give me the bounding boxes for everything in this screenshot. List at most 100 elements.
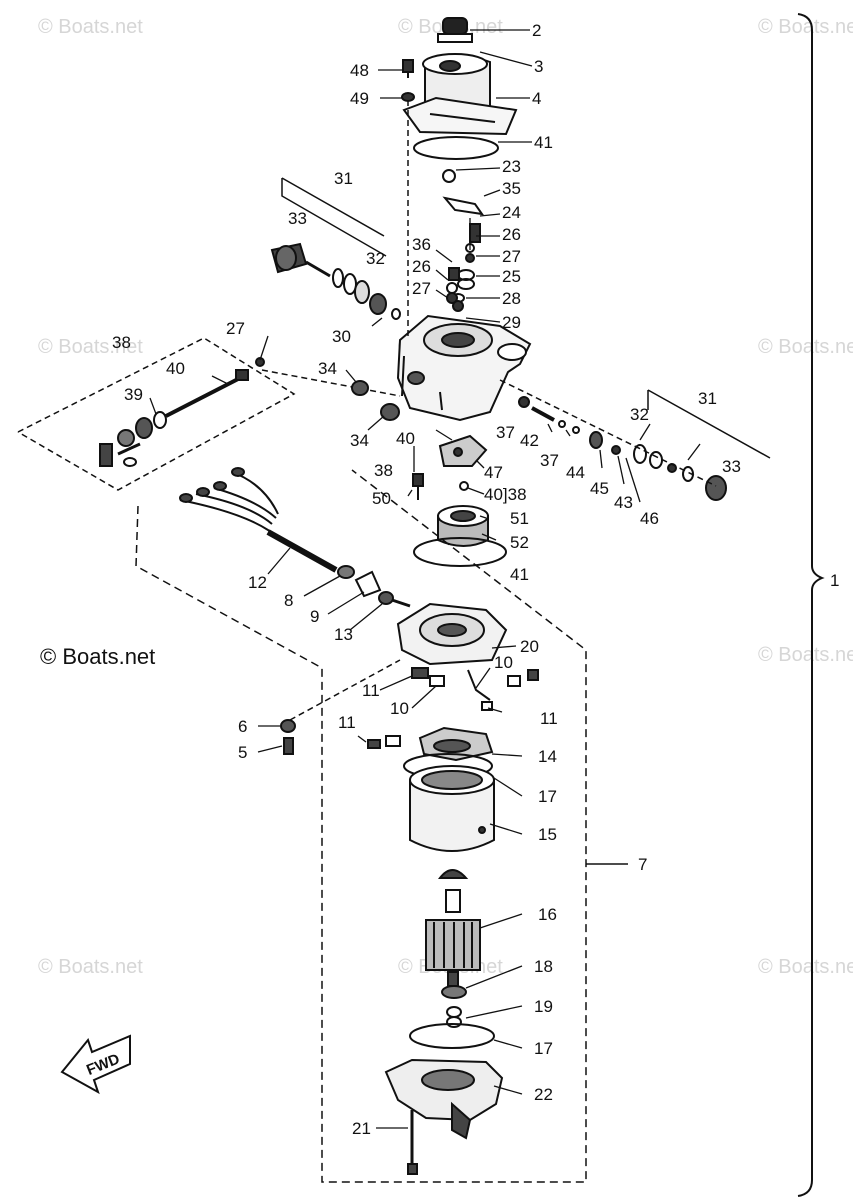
nut-6 <box>280 719 296 733</box>
motor-end-cap <box>396 602 508 666</box>
callout-26: 26 <box>412 257 431 276</box>
callout-17: 17 <box>538 787 557 806</box>
callout-27: 27 <box>226 319 245 338</box>
callout-20: 20 <box>520 637 539 656</box>
brush-plate-14 <box>418 726 494 762</box>
callout-52: 52 <box>510 533 529 552</box>
bolt-13 <box>378 591 411 608</box>
callout-labels: 2 3 4 48 49 41 23 35 24 26 27 25 28 29 3… <box>112 21 839 1138</box>
callout-37: 37 <box>540 451 559 470</box>
bolt-50 <box>412 473 424 500</box>
watermark: © Boats.net <box>758 644 853 666</box>
filter-47 <box>438 434 488 467</box>
left-check-valve-group <box>270 177 401 320</box>
valve-stack <box>442 169 485 312</box>
callout-19: 19 <box>534 997 553 1016</box>
callout-29: 29 <box>502 313 521 332</box>
callout-32: 32 <box>366 249 385 268</box>
o-ring-41-top <box>413 136 499 160</box>
callout-31: 31 <box>698 389 717 408</box>
washer-18 <box>441 985 467 999</box>
callout-26: 26 <box>502 225 521 244</box>
callout-25: 25 <box>502 267 521 286</box>
callout-7: 7 <box>638 855 647 874</box>
callout-48: 48 <box>350 61 369 80</box>
bolt-5 <box>283 737 294 755</box>
assembly-bracket <box>797 13 825 1197</box>
callout-30: 30 <box>332 327 351 346</box>
reservoir-cap <box>437 17 473 43</box>
callout-47: 47 <box>484 463 503 482</box>
reservoir-tank <box>402 53 518 136</box>
watermark: © Boats.net <box>758 16 853 38</box>
callout-23: 23 <box>502 157 521 176</box>
callout-10: 10 <box>494 653 513 672</box>
callout-41: 41 <box>510 565 529 584</box>
callout-11: 11 <box>540 709 558 728</box>
callout-13: 13 <box>334 625 353 644</box>
callout-42: 42 <box>520 431 539 450</box>
washer-49 <box>401 92 415 102</box>
lower-cover-22 <box>384 1058 504 1140</box>
fwd-arrow-icon <box>60 1034 131 1095</box>
ball-51 <box>459 481 469 491</box>
callout-14: 14 <box>538 747 557 766</box>
callout-2: 2 <box>532 21 541 40</box>
callout-15: 15 <box>538 825 557 844</box>
callout-17: 17 <box>534 1039 553 1058</box>
callout-38: 38 <box>374 461 393 480</box>
callout-39: 39 <box>124 385 143 404</box>
plug-34 <box>351 380 400 421</box>
callout-5: 5 <box>238 743 247 762</box>
callout-33: 33 <box>288 209 307 228</box>
callout-40: 40 <box>396 429 415 448</box>
watermark: © Boats.net <box>38 956 143 978</box>
callout-35: 35 <box>502 179 521 198</box>
brush-holder-10-11 <box>367 667 539 749</box>
callout-31: 31 <box>334 169 353 188</box>
callout-leaders <box>149 29 701 1129</box>
callout-44: 44 <box>566 463 585 482</box>
right-check-valve-group <box>499 379 771 501</box>
callout-24: 24 <box>502 203 521 222</box>
bolt-48 <box>402 59 414 78</box>
motor-assembly-boundary <box>135 469 587 1183</box>
callout-43: 43 <box>614 493 633 512</box>
watermark: © Boats.net <box>758 956 853 978</box>
callout-27: 27 <box>412 279 431 298</box>
callout-41: 41 <box>534 133 553 152</box>
o-ring-41-bottom <box>413 537 507 567</box>
callout-49: 49 <box>350 89 369 108</box>
spring-19 <box>446 1006 462 1028</box>
callout-27: 27 <box>502 247 521 266</box>
watermark: © Boats.net <box>38 336 143 358</box>
callout-22: 22 <box>534 1085 553 1104</box>
assembly-callout-1: 1 <box>830 571 839 590</box>
callout-32: 32 <box>630 405 649 424</box>
pump-valve-body <box>396 314 532 422</box>
callout-34: 34 <box>318 359 337 378</box>
callout-12: 12 <box>248 573 267 592</box>
callout-33: 33 <box>722 457 741 476</box>
callout-3: 3 <box>534 57 543 76</box>
bearing-cup <box>437 869 469 879</box>
callout-18: 18 <box>534 957 553 976</box>
callout-10: 10 <box>390 699 409 718</box>
callout-28: 28 <box>502 289 521 308</box>
o-ring-17-bottom <box>409 1023 495 1049</box>
callout-9: 9 <box>310 607 319 626</box>
wire-harness-12 <box>179 467 338 573</box>
manual-valve-group-38 <box>17 337 401 491</box>
bolt-21 <box>407 1110 418 1175</box>
callout-37: 37 <box>496 423 515 442</box>
callout-34: 34 <box>350 431 369 450</box>
armature-16 <box>425 889 481 987</box>
callout-50: 50 <box>372 489 391 508</box>
watermark: © Boats.net <box>38 16 143 38</box>
callout-45: 45 <box>590 479 609 498</box>
copyright-notice: © Boats.net <box>40 644 156 669</box>
callout-40: 40 <box>166 359 185 378</box>
callout-21: 21 <box>352 1119 371 1138</box>
callout-11: 11 <box>362 681 380 700</box>
